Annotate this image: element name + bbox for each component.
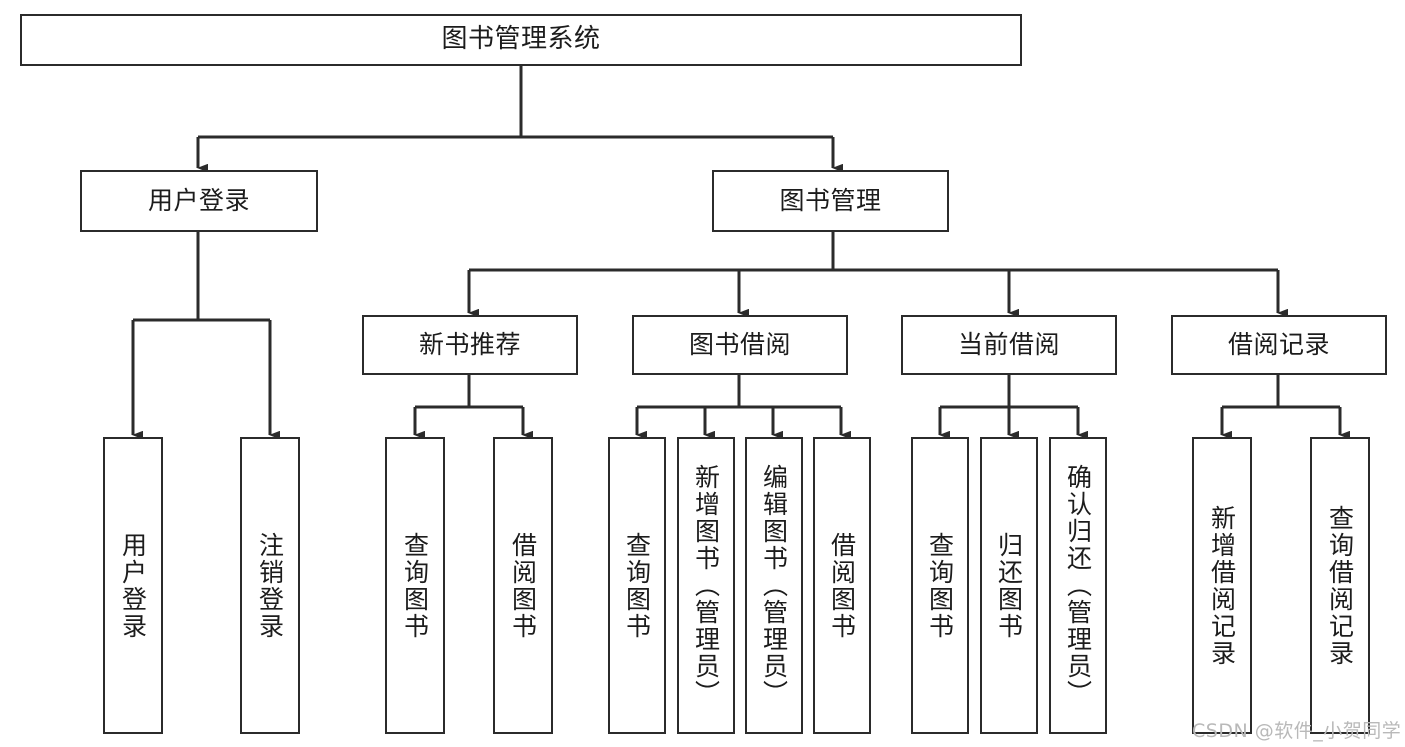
- node-leaf-borrow-book-2[interactable]: 借阅图书: [813, 437, 871, 734]
- node-leaf-add-book[interactable]: 新增图书（管理员）: [677, 437, 735, 734]
- node-leaf-edit-book[interactable]: 编辑图书（管理员）: [745, 437, 803, 734]
- node-root[interactable]: 图书管理系统: [20, 14, 1022, 66]
- node-user-login-label: 用户登录: [147, 185, 250, 215]
- node-leaf-add-record-label: 新增借阅记录: [1207, 504, 1237, 667]
- node-leaf-return-book-label: 归还图书: [994, 531, 1024, 640]
- node-leaf-query-book-1[interactable]: 查询图书: [385, 437, 445, 734]
- node-new-book-rec[interactable]: 新书推荐: [362, 315, 578, 375]
- node-current-borrow-label: 当前借阅: [957, 329, 1060, 359]
- node-leaf-add-book-label: 新增图书（管理员）: [691, 464, 721, 707]
- node-user-login[interactable]: 用户登录: [80, 170, 318, 232]
- node-leaf-borrow-book-1-label: 借阅图书: [508, 531, 538, 640]
- node-leaf-logout[interactable]: 注销登录: [240, 437, 300, 734]
- node-leaf-logout-label: 注销登录: [255, 531, 285, 640]
- node-book-manage[interactable]: 图书管理: [712, 170, 949, 232]
- node-leaf-borrow-book-2-label: 借阅图书: [827, 531, 857, 640]
- node-leaf-query-book-1-label: 查询图书: [400, 531, 430, 640]
- node-leaf-return-book[interactable]: 归还图书: [980, 437, 1038, 734]
- node-leaf-user-login[interactable]: 用户登录: [103, 437, 163, 734]
- node-borrow-record[interactable]: 借阅记录: [1171, 315, 1387, 375]
- node-book-borrow[interactable]: 图书借阅: [632, 315, 848, 375]
- node-leaf-query-book-2-label: 查询图书: [622, 531, 652, 640]
- node-new-book-rec-label: 新书推荐: [418, 329, 521, 359]
- node-leaf-query-book-3-label: 查询图书: [925, 531, 955, 640]
- node-leaf-confirm-return-label: 确认归还（管理员）: [1063, 464, 1093, 707]
- csdn-watermark: CSDN @软件_小贺同学: [1192, 720, 1402, 742]
- node-book-borrow-label: 图书借阅: [688, 329, 791, 359]
- node-root-label: 图书管理系统: [441, 24, 601, 55]
- node-book-manage-label: 图书管理: [779, 185, 882, 215]
- node-leaf-query-book-2[interactable]: 查询图书: [608, 437, 666, 734]
- node-leaf-user-login-label: 用户登录: [118, 531, 148, 640]
- node-leaf-query-record[interactable]: 查询借阅记录: [1310, 437, 1370, 734]
- node-leaf-query-record-label: 查询借阅记录: [1325, 504, 1355, 667]
- node-leaf-edit-book-label: 编辑图书（管理员）: [759, 464, 789, 707]
- node-leaf-confirm-return[interactable]: 确认归还（管理员）: [1049, 437, 1107, 734]
- node-leaf-query-book-3[interactable]: 查询图书: [911, 437, 969, 734]
- node-leaf-add-record[interactable]: 新增借阅记录: [1192, 437, 1252, 734]
- node-leaf-borrow-book-1[interactable]: 借阅图书: [493, 437, 553, 734]
- node-current-borrow[interactable]: 当前借阅: [901, 315, 1117, 375]
- node-borrow-record-label: 借阅记录: [1227, 329, 1330, 359]
